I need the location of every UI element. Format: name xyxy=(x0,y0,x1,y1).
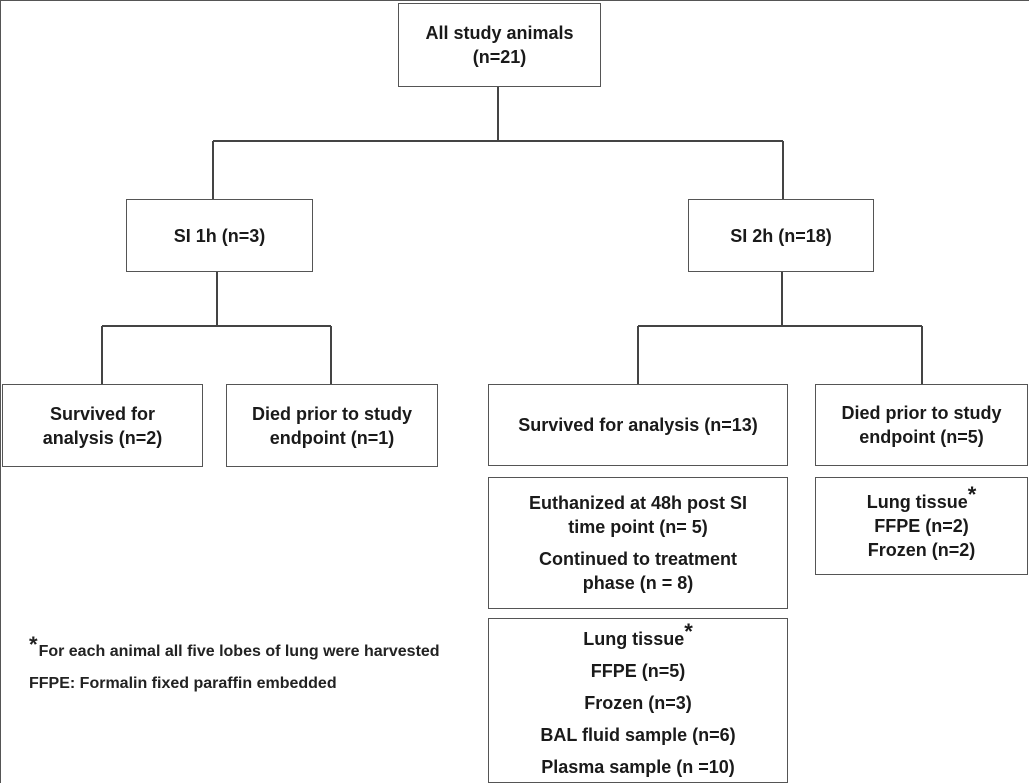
si1h-label: SI 1h (n=3) xyxy=(173,225,266,246)
died-tissue-asterisk: * xyxy=(967,482,977,507)
survived-tissue-asterisk: * xyxy=(684,619,693,644)
si1h-survived-line2: analysis (n=2) xyxy=(42,427,163,448)
died-tissue-item-frozen: Frozen (n=2) xyxy=(867,540,976,560)
si1h-died-line2: endpoint (n=1) xyxy=(269,427,395,448)
si1h-survived-box: Survived for analysis (n=2) xyxy=(2,384,203,467)
survived-tissue-item-frozen: Frozen (n=3) xyxy=(584,693,692,713)
root-box: All study animals (n=21) xyxy=(398,3,601,87)
survived-tissue-item-bal: BAL fluid sample (n=6) xyxy=(540,725,736,745)
continued-line1: Continued to treatment xyxy=(539,549,737,569)
si2h-label: SI 2h (n=18) xyxy=(730,225,832,246)
continued-line2: phase (n = 8) xyxy=(582,573,694,593)
si1h-box: SI 1h (n=3) xyxy=(126,199,313,272)
footnote-line1: For each animal all five lobes of lung w… xyxy=(38,643,440,660)
si1h-died-box: Died prior to study endpoint (n=1) xyxy=(226,384,438,467)
si2h-died-line2: endpoint (n=5) xyxy=(859,427,984,447)
si2h-died-box: Died prior to study endpoint (n=5) xyxy=(815,384,1028,466)
root-count: (n=21) xyxy=(472,47,527,67)
euthanized-line2: time point (n= 5) xyxy=(568,517,708,537)
si2h-survived-label: Survived for analysis (n=13) xyxy=(518,415,758,435)
root-title: All study animals xyxy=(425,23,574,43)
euthanized-line1: Euthanized at 48h post SI xyxy=(528,493,748,513)
survived-tissue-title: Lung tissue* xyxy=(583,621,693,651)
died-tissue-box: Lung tissue* FFPE (n=2) Frozen (n=2) xyxy=(815,477,1028,575)
euthanized-box: Euthanized at 48h post SI time point (n=… xyxy=(488,477,788,609)
si2h-survived-box: Survived for analysis (n=13) xyxy=(488,384,788,466)
survived-tissue-item-plasma: Plasma sample (n =10) xyxy=(541,757,735,777)
survived-tissue-box: Lung tissue* FFPE (n=5) Frozen (n=3) BAL… xyxy=(488,618,788,783)
si1h-died-line1: Died prior to study xyxy=(251,403,412,424)
survived-tissue-item-ffpe: FFPE (n=5) xyxy=(590,661,686,681)
footnote-line2: FFPE: Formalin fixed paraffin embedded xyxy=(29,675,337,692)
footnote: *For each animal all five lobes of lung … xyxy=(29,634,449,695)
si2h-box: SI 2h (n=18) xyxy=(688,199,874,272)
died-tissue-title: Lung tissue* xyxy=(866,484,977,514)
died-tissue-title-text: Lung tissue xyxy=(866,492,968,512)
si2h-died-line1: Died prior to study xyxy=(841,403,1002,423)
si1h-survived-line1: Survived for xyxy=(49,403,156,424)
died-tissue-item-ffpe: FFPE (n=2) xyxy=(874,516,969,536)
survived-tissue-title-text: Lung tissue xyxy=(583,629,685,649)
footnote-asterisk: * xyxy=(29,632,38,657)
